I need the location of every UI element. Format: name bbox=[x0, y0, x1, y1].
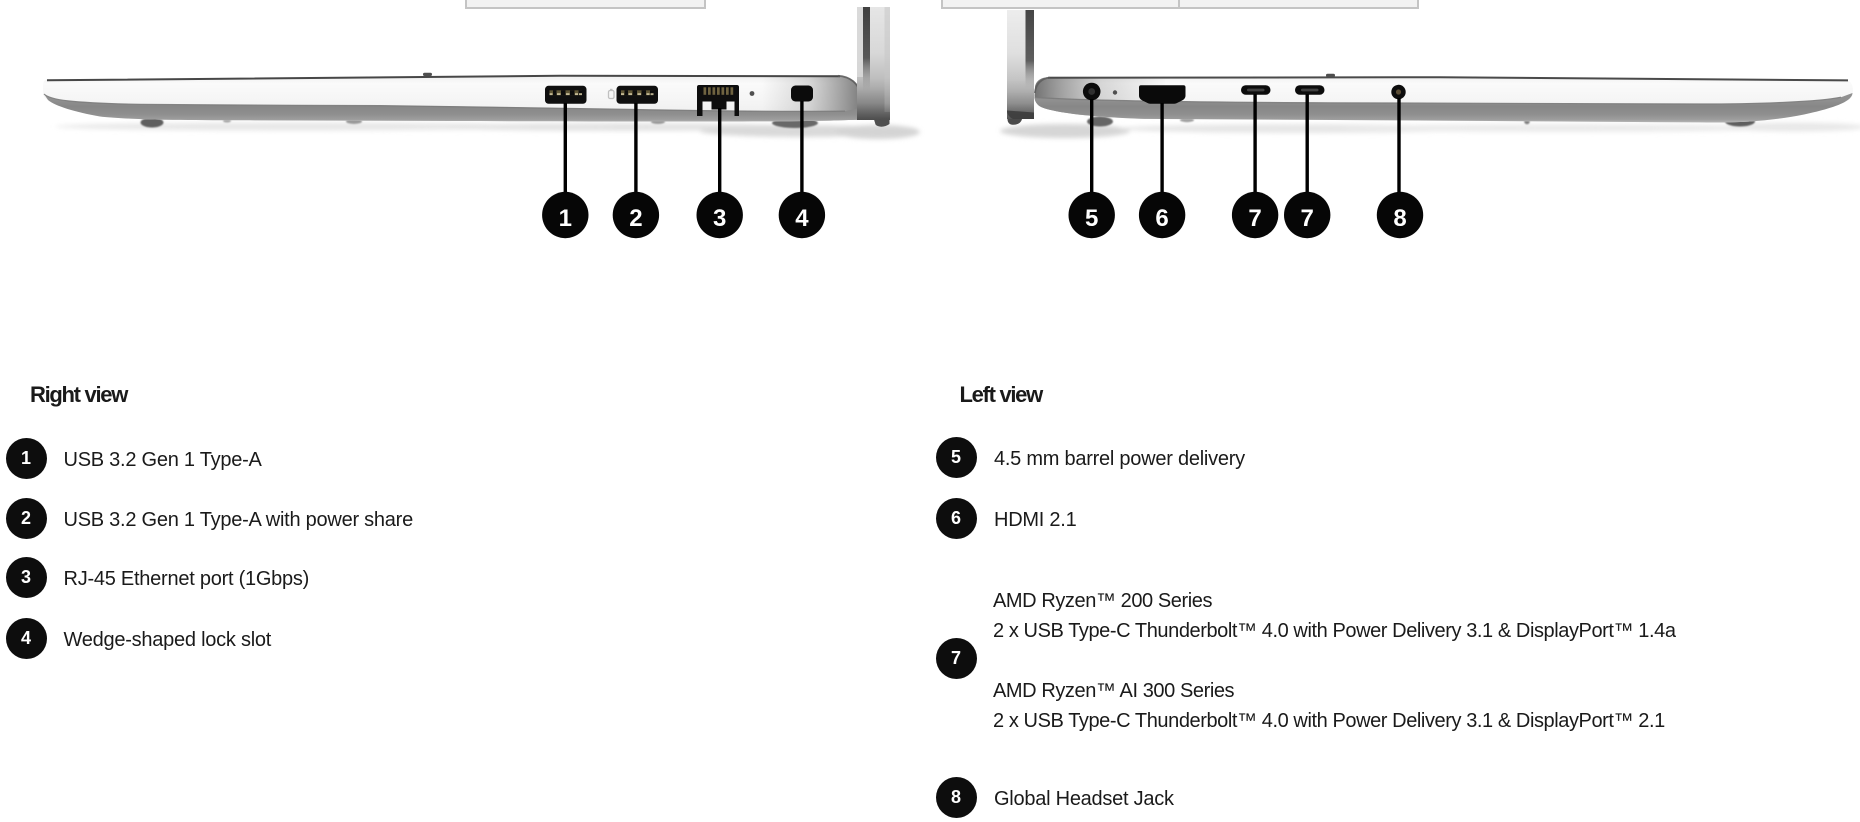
svg-text:6: 6 bbox=[1155, 205, 1168, 232]
svg-text:4: 4 bbox=[795, 205, 809, 232]
svg-text:5: 5 bbox=[1085, 205, 1098, 232]
svg-text:8: 8 bbox=[1393, 205, 1406, 232]
svg-text:7: 7 bbox=[1301, 205, 1314, 232]
svg-text:7: 7 bbox=[1248, 205, 1261, 232]
svg-text:2: 2 bbox=[629, 205, 642, 232]
svg-text:1: 1 bbox=[559, 205, 572, 232]
svg-text:3: 3 bbox=[713, 205, 726, 232]
